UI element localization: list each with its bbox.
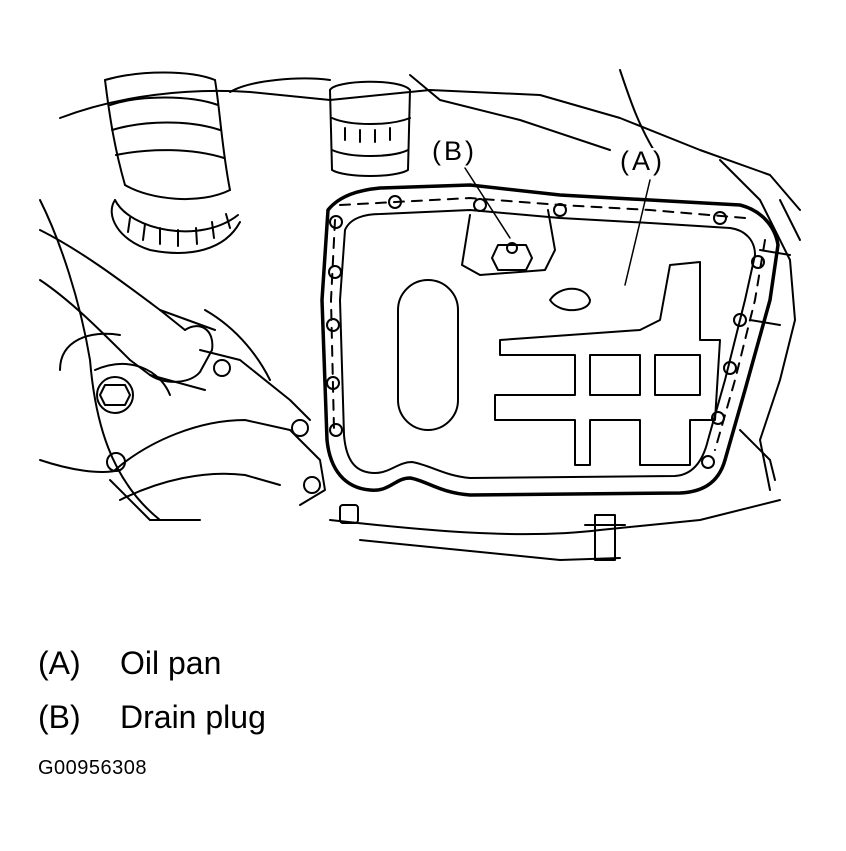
callout-leaders: [464, 167, 651, 286]
drain-plug: [461, 209, 556, 276]
legend-label: Drain plug: [120, 698, 266, 735]
filler-tube: [329, 80, 411, 177]
legend-key: (A): [38, 644, 81, 681]
pan-bracket-right: [339, 504, 626, 561]
legend-item: (A) Oil pan: [38, 636, 266, 690]
legend: (A) Oil pan (B) Drain plug: [38, 636, 266, 744]
legend-key: (B): [38, 698, 81, 735]
transmission-oil-pan-illustration: [39, 69, 801, 561]
legend-label: Oil pan: [120, 644, 222, 681]
oil-pan: [320, 183, 780, 497]
figure-id: G00956308: [38, 757, 148, 779]
cross-member: [114, 349, 326, 506]
legend-item: (B) Drain plug: [38, 690, 266, 744]
callout-label-b: (B): [430, 136, 479, 166]
coolant-pipe: [39, 229, 271, 391]
mounting-bracket: [59, 332, 201, 521]
intake-hose: [104, 71, 241, 254]
callout-label-a: (A): [618, 146, 667, 176]
transmission-case: [39, 69, 801, 561]
